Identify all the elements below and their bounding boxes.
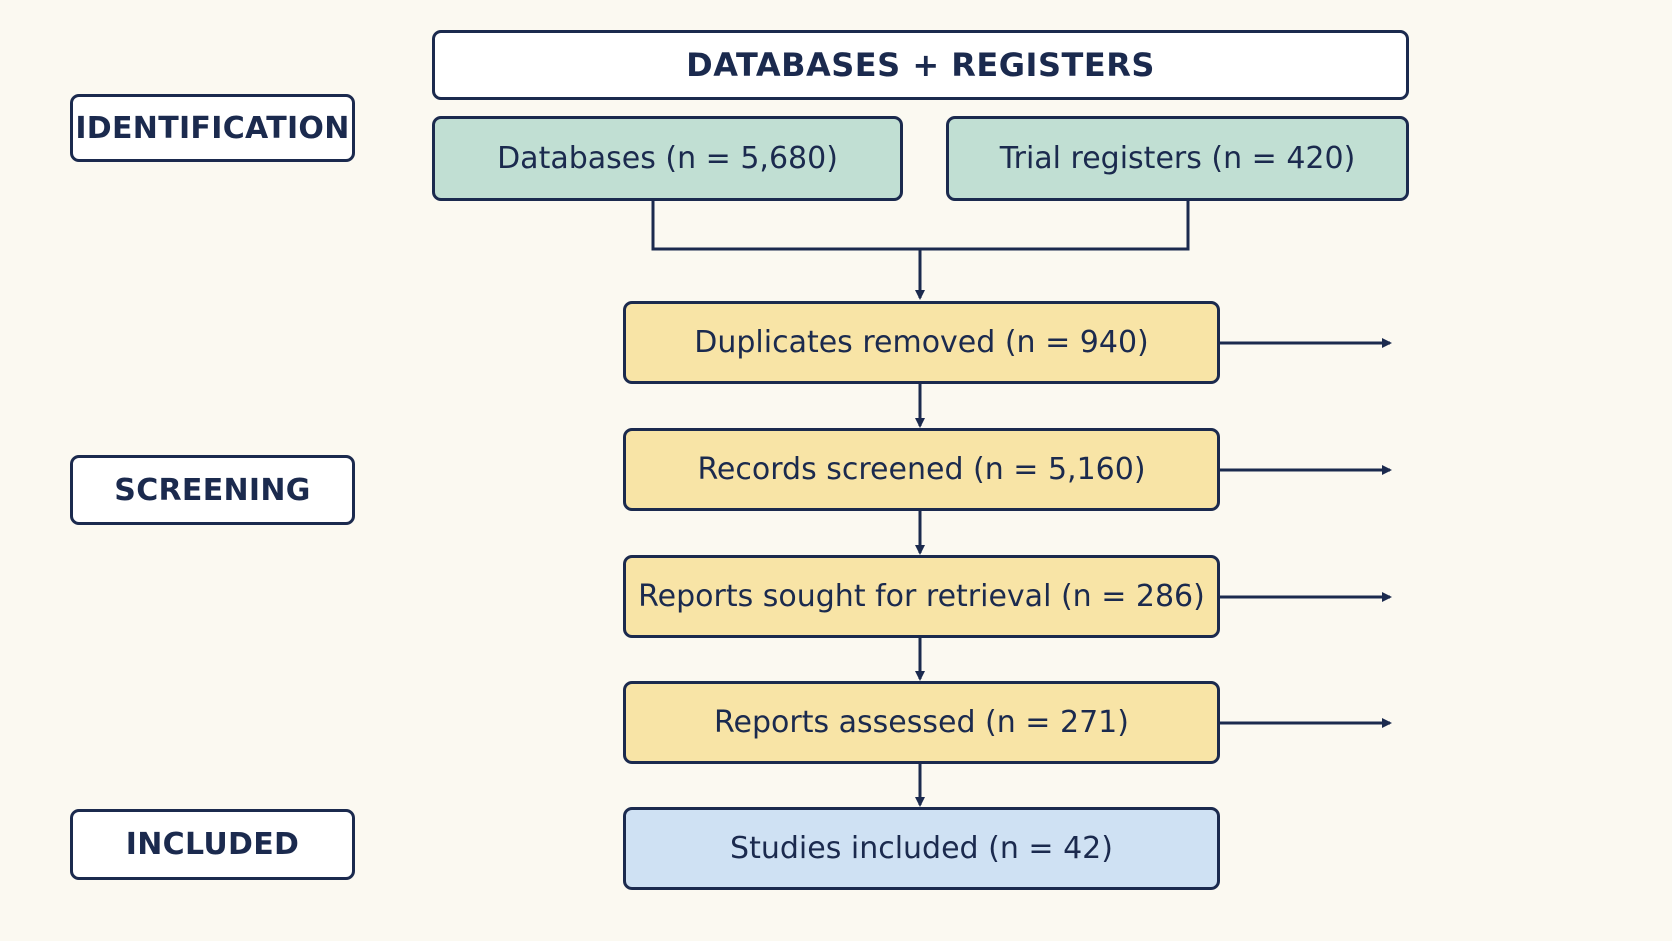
merge-bracket [651,201,1190,251]
stage-label-identification: IDENTIFICATION [70,94,355,162]
source-databases-box: Databases (n = 5,680) [432,116,903,201]
stage-label-included: INCLUDED [70,809,355,880]
source-registers-box: Trial registers (n = 420) [946,116,1409,201]
step-records-screened: Records screened (n = 5,160) [623,428,1220,511]
step-reports-sought: Reports sought for retrieval (n = 286) [623,555,1220,638]
header-databases-registers: DATABASES + REGISTERS [432,30,1409,100]
step-reports-assessed: Reports assessed (n = 271) [623,681,1220,764]
stage-label-screening: SCREENING [70,455,355,525]
step-duplicates-removed: Duplicates removed (n = 940) [623,301,1220,384]
step-studies-included: Studies included (n = 42) [623,807,1220,890]
